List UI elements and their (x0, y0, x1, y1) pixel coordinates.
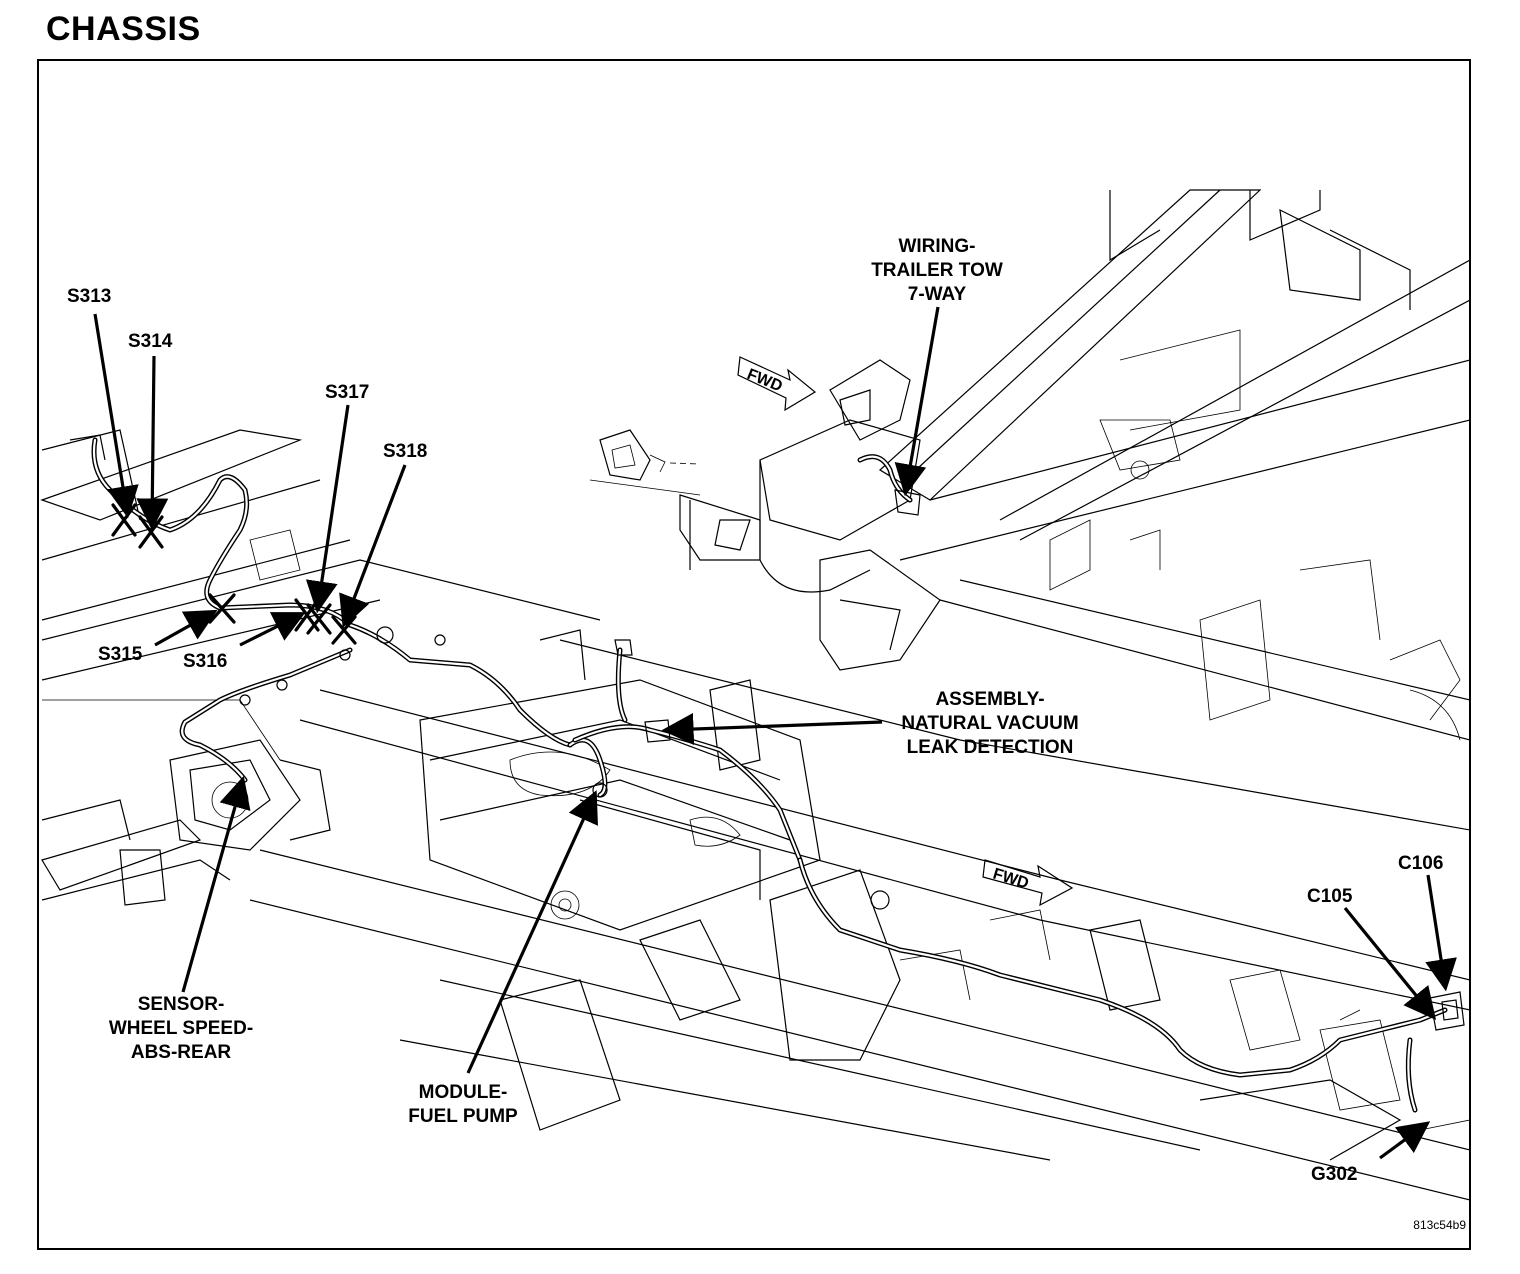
main-chassis-frame: FWD (40, 429, 1469, 1201)
label-wheel-speed: SENSOR- WHEEL SPEED- ABS-REAR (109, 994, 253, 1063)
label-s314: S314 (128, 331, 173, 352)
fwd-arrow-lower: FWD (982, 859, 1074, 907)
label-vacuum-leak-line-2: NATURAL VACUUM (901, 713, 1078, 734)
label-s316: S316 (183, 651, 227, 672)
splice-marks (111, 503, 357, 645)
label-wheel-speed-line-3: ABS-REAR (131, 1042, 232, 1063)
label-s315: S315 (98, 644, 143, 665)
page-title: CHASSIS (46, 10, 201, 48)
label-s317: S317 (325, 382, 369, 403)
label-fuel-pump: MODULE- FUEL PUMP (408, 1082, 518, 1127)
callout-leaders (93, 306, 1457, 1160)
diagram-frame (37, 59, 1471, 1250)
label-fuel-pump-line-1: MODULE- (419, 1082, 508, 1103)
label-fuel-pump-line-2: FUEL PUMP (408, 1106, 518, 1127)
figure-id: 813c54b9 (1413, 1218, 1466, 1232)
label-wheel-speed-line-2: WHEEL SPEED- (109, 1018, 253, 1039)
label-trailer-tow-line-2: TRAILER TOW (871, 260, 1003, 281)
callout-labels: S313 S314 S315 S316 S317 S318 WIRING- TR… (67, 236, 1466, 1232)
fwd-label-lower: FWD (991, 866, 1031, 893)
label-vacuum-leak-line-3: LEAK DETECTION (907, 737, 1074, 758)
label-g302: G302 (1311, 1164, 1357, 1185)
label-vacuum-leak-line-1: ASSEMBLY- (935, 689, 1044, 710)
fwd-arrow-upper: FWD (737, 356, 817, 412)
label-s318: S318 (383, 441, 427, 462)
label-wheel-speed-line-1: SENSOR- (138, 994, 225, 1015)
label-trailer-tow: WIRING- TRAILER TOW 7-WAY (871, 236, 1003, 305)
label-c106: C106 (1398, 853, 1443, 874)
wiring-harness (91, 437, 1465, 1113)
label-trailer-tow-line-3: 7-WAY (908, 284, 967, 305)
fwd-label: FWD (745, 366, 785, 395)
trailer-hitch-inset: FWD (589, 189, 1469, 741)
label-c105: C105 (1307, 886, 1353, 907)
label-vacuum-leak: ASSEMBLY- NATURAL VACUUM LEAK DETECTION (901, 689, 1078, 758)
label-trailer-tow-line-1: WIRING- (898, 236, 975, 257)
label-s313: S313 (67, 286, 111, 307)
